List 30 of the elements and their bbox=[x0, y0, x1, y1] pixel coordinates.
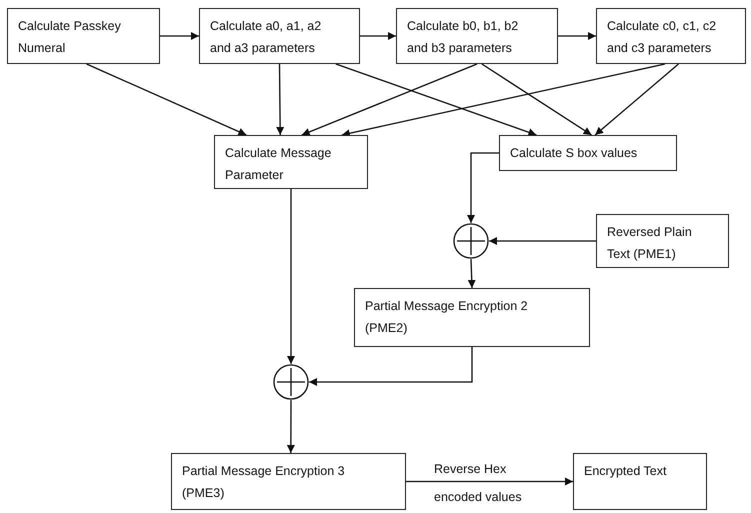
arrow bbox=[276, 64, 284, 135]
process-box: Calculate a0, a1, a2 and a3 parameters bbox=[199, 8, 360, 64]
arrow bbox=[160, 32, 199, 40]
arrow bbox=[286, 400, 295, 453]
process-box: Calculate c0, c1, c2 and c3 parameters bbox=[596, 8, 746, 64]
process-box: Calculate Passkey Numeral bbox=[7, 8, 160, 64]
xor-circle bbox=[273, 364, 309, 400]
process-box: Reversed Plain Text (PME1) bbox=[596, 214, 729, 268]
arrow bbox=[558, 32, 596, 40]
arrow bbox=[406, 478, 573, 486]
edge-label: Reverse Hex encoded values bbox=[434, 461, 523, 506]
arrow bbox=[336, 63, 537, 136]
arrow bbox=[302, 63, 478, 136]
arrow bbox=[342, 63, 666, 138]
arrow bbox=[467, 152, 499, 223]
arrow bbox=[86, 63, 247, 136]
arrow bbox=[287, 189, 295, 364]
process-box: Partial Message Encryption 2 (PME2) bbox=[354, 288, 590, 347]
process-box: Calculate S box values bbox=[499, 135, 677, 171]
arrow bbox=[594, 64, 679, 136]
xor-circle bbox=[453, 223, 489, 259]
process-box: Calculate b0, b1, b2 and b3 parameters bbox=[396, 8, 558, 64]
arrow bbox=[482, 63, 592, 136]
process-box: Encrypted Text bbox=[573, 453, 707, 510]
arrow bbox=[309, 347, 473, 386]
arrow bbox=[468, 258, 476, 288]
process-box: Partial Message Encryption 3 (PME3) bbox=[171, 453, 406, 510]
arrow bbox=[360, 32, 396, 40]
arrow bbox=[489, 237, 596, 245]
process-box: Calculate Message Parameter bbox=[214, 135, 368, 189]
